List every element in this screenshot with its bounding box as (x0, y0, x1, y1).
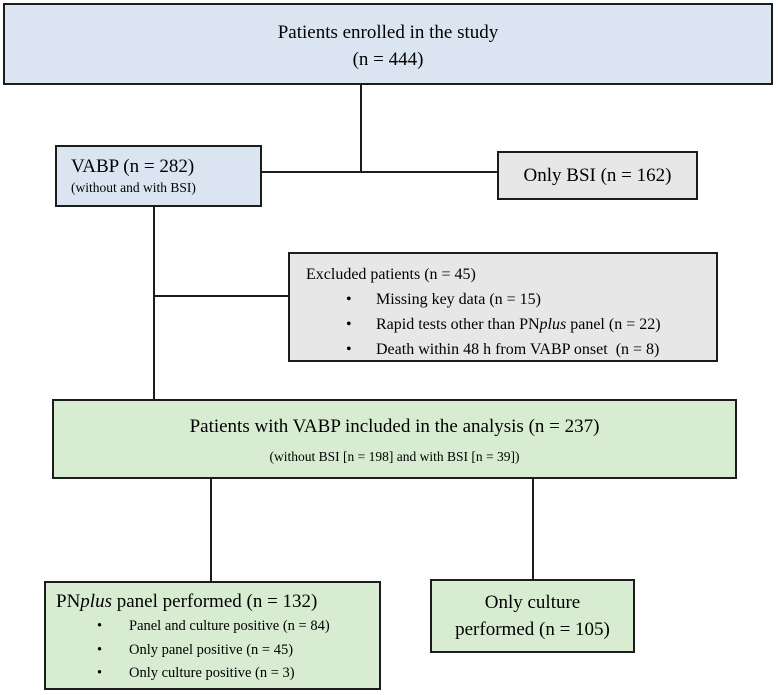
connector-excluded-horizontal (155, 295, 288, 297)
vabp-subtitle: (without and with BSI) (71, 180, 196, 195)
box-panel-performed: PNplus panel performed (n = 132) • Panel… (44, 581, 381, 690)
bullet-icon: • (346, 316, 352, 333)
only-bsi-title: Only BSI (n = 162) (523, 164, 672, 186)
panel-title: PNplus panel performed (n = 132) (56, 591, 318, 612)
vabp-title: VABP (n = 282) (71, 156, 195, 177)
excluded-bullet-3-text: Death within 48 h from VABP onset (n = 8… (376, 341, 660, 358)
analysis-subtitle: (without BSI [n = 198] and with BSI [n =… (269, 449, 520, 464)
panel-bullet-2: • Only panel positive (n = 45) (56, 639, 379, 663)
box-excluded: Excluded patients (n = 45) • Missing key… (288, 252, 718, 362)
panel-bullet-3: • Only culture positive (n = 3) (56, 662, 379, 686)
excluded-bullet-1: • Missing key data (n = 15) (306, 287, 716, 312)
box-only-bsi: Only BSI (n = 162) (497, 151, 698, 200)
box-enrolled: Patients enrolled in the study (n = 444) (3, 3, 773, 85)
connector-culture-vertical (532, 479, 534, 580)
bullet-icon: • (346, 291, 352, 308)
excluded-bullet-2: • Rapid tests other than PNplus panel (n… (306, 312, 716, 337)
excluded-bullet-1-text: Missing key data (n = 15) (376, 291, 541, 308)
bullet-icon: • (97, 641, 103, 658)
panel-bullet-1: • Panel and culture positive (n = 84) (56, 615, 379, 639)
enrolled-count: (n = 444) (352, 48, 424, 70)
connector-vabp-vertical (153, 205, 155, 401)
excluded-bullet-2-text: Rapid tests other than PNplus panel (n =… (376, 316, 661, 333)
box-only-culture: Only culture performed (n = 105) (430, 579, 635, 653)
culture-line2: performed (n = 105) (455, 619, 610, 640)
connector-split-horizontal (262, 171, 498, 173)
bullet-icon: • (97, 618, 103, 634)
connector-panel-vertical (210, 479, 212, 582)
excluded-bullet-3: • Death within 48 h from VABP onset (n =… (306, 337, 716, 362)
box-vabp: VABP (n = 282) (without and with BSI) (55, 145, 262, 207)
bullet-icon: • (97, 665, 103, 681)
box-analysis: Patients with VABP included in the analy… (52, 399, 737, 479)
connector-top-vertical (360, 83, 362, 173)
analysis-title: Patients with VABP included in the analy… (189, 416, 600, 437)
excluded-title: Excluded patients (n = 45) (306, 266, 476, 283)
enrolled-title: Patients enrolled in the study (277, 21, 499, 43)
panel-bullet-3-text: Only culture positive (n = 3) (129, 665, 295, 681)
panel-bullet-2-text: Only panel positive (n = 45) (129, 641, 294, 658)
culture-line1: Only culture (484, 592, 581, 613)
panel-bullet-1-text: Panel and culture positive (n = 84) (129, 618, 330, 634)
bullet-icon: • (346, 341, 352, 358)
